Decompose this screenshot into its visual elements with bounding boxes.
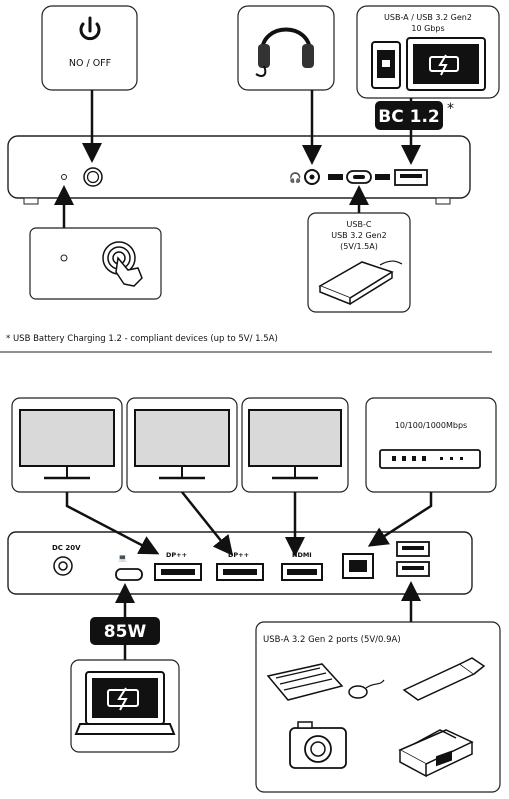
svg-text:💻: 💻: [118, 554, 127, 562]
dp-port-1: DP++: [154, 551, 202, 581]
usbc-port-front: [328, 170, 372, 184]
keyboard-icon: [266, 663, 344, 701]
printer-icon: [398, 729, 474, 778]
dp-port-1-label: DP++: [166, 551, 187, 559]
phone-icon: [371, 41, 401, 89]
power-delivery-badge: 85W: [90, 617, 160, 645]
touch-button-callout: [29, 227, 162, 300]
usbc-callout-line1: USB-C: [347, 220, 372, 229]
network-speed-label: 10/100/1000Mbps: [395, 421, 467, 430]
press-hand-icon: [102, 241, 143, 287]
laptop-charging-icon: [74, 671, 176, 735]
dc-label: DC 20V: [52, 544, 81, 552]
usba-rear-ports: [396, 541, 430, 577]
usba-device-callout: USB-A / USB 3.2 Gen2 10 Gbps: [356, 5, 500, 99]
camera-icon: [289, 721, 347, 769]
power-callout-label: NO / OFF: [69, 58, 111, 69]
dc-power-jack: [53, 556, 73, 576]
laptop-callout: [70, 659, 180, 753]
dock-front-view: 🎧: [7, 135, 471, 205]
monitor-3: [241, 397, 349, 493]
router-icon: [379, 449, 481, 469]
usbc-pd-port: 💻: [115, 554, 143, 581]
mouse-icon: [348, 679, 385, 699]
bc12-badge-text: BC 1.2: [378, 107, 439, 127]
audio-jack: 🎧: [289, 169, 320, 185]
usbc-callout-line2: USB 3.2 Gen2: [331, 231, 387, 240]
monitor-2: [126, 397, 238, 493]
bc12-asterisk: *: [447, 101, 454, 117]
power-button-callout: NO / OFF: [41, 5, 138, 91]
usba-peripherals-callout: USB-A 3.2 Gen 2 ports (5V/0.9A): [255, 621, 501, 793]
headset-callout: [237, 5, 335, 91]
network-switch-callout: 10/100/1000Mbps: [365, 397, 497, 493]
power-delivery-badge-text: 85W: [104, 622, 147, 642]
usbc-callout-line3: (5V/1.5A): [340, 242, 378, 251]
power-button: [83, 167, 103, 187]
footnote: * USB Battery Charging 1.2 - compliant d…: [6, 334, 278, 344]
usba-port-front: [375, 169, 428, 186]
status-led: [61, 174, 67, 180]
usbc-device-callout: USB-C USB 3.2 Gen2 (5V/1.5A): [307, 212, 411, 313]
usb-flash-drive-icon: [402, 657, 486, 701]
dp-port-2-label: DP++: [228, 551, 249, 559]
svg-text:🎧: 🎧: [289, 171, 301, 184]
usba-ports-label: USB-A 3.2 Gen 2 ports (5V/0.9A): [263, 635, 401, 645]
dp-port-2: DP++: [216, 551, 264, 581]
tablet-icon: [406, 37, 486, 91]
headset-icon: [255, 27, 314, 77]
external-drive-icon: [318, 260, 403, 306]
bc12-badge: BC 1.2 *: [375, 101, 454, 130]
hdmi-port-label: HDMI: [292, 551, 312, 559]
monitor-1: [11, 397, 123, 493]
usba-callout-line2: 10 Gbps: [411, 24, 444, 33]
usba-callout-line1: USB-A / USB 3.2 Gen2: [384, 13, 472, 22]
dock-rear-view: DC 20V 💻 DP++ DP++ HDMI: [7, 531, 473, 595]
ethernet-port: [342, 553, 374, 579]
power-icon: [79, 16, 101, 41]
